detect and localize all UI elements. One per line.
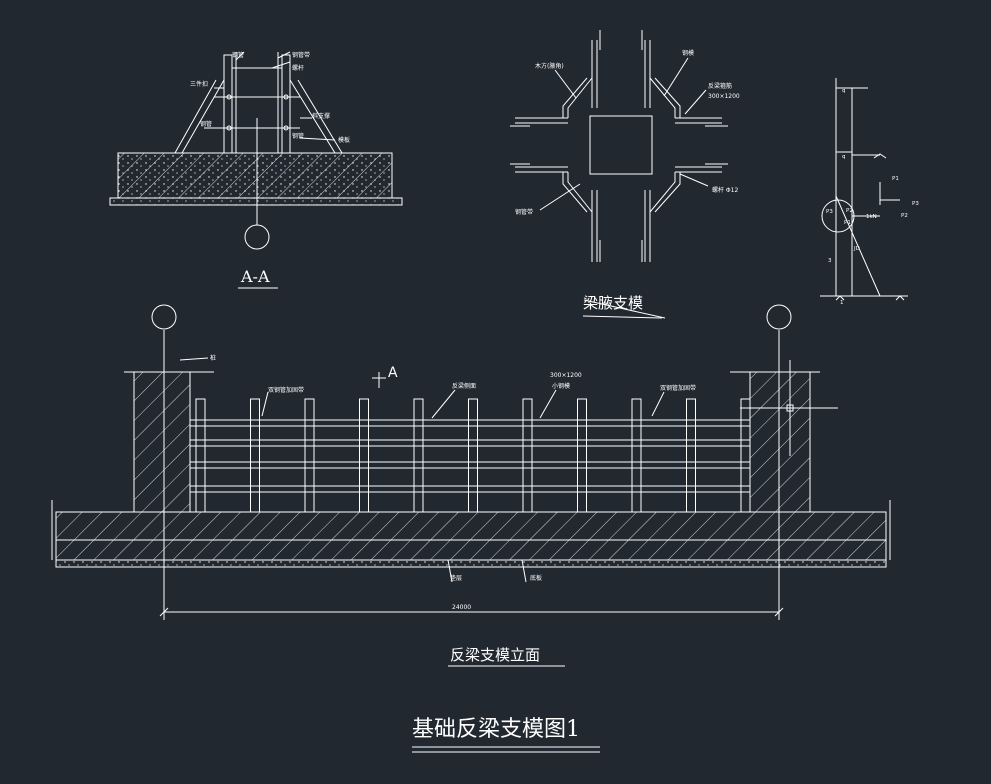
section-aa: [109, 51, 403, 289]
aa-label-steel-pipe-right: 钢管带: [292, 51, 310, 59]
elevation-axis-bubble-right: [766, 304, 792, 330]
joint-label-beam-hoop: 反梁箍筋: [708, 82, 732, 90]
elev-section-mark: A: [388, 365, 398, 381]
joint-caption: 梁腋支模: [583, 294, 643, 312]
formwork-stud: [413, 398, 424, 513]
force-label-p-left: P3: [826, 209, 833, 215]
elevation-studs: [195, 398, 751, 513]
force-label-p3: P3: [912, 201, 919, 207]
force-label-n-mid: 3: [828, 258, 832, 264]
force-label-q-mid: q: [842, 154, 846, 160]
elevation-labels: 桩 双钢管加固带 反梁侧面 300×1200 小钢模 双钢管加固带 垫层 底板 …: [210, 354, 696, 611]
aa-caption: A-A: [240, 267, 270, 286]
force-label-q-top: q: [842, 88, 846, 94]
section-aa-labels: 钢管 钢管带 三件扣 螺杆 钢管 斜支撑 模板 钢管: [190, 51, 350, 144]
aa-label-three-piece-buckle: 三件扣: [190, 80, 208, 88]
elev-dimension: 24000: [452, 604, 471, 611]
aa-label-steel-pipe-top: 钢管: [232, 51, 244, 59]
elev-label-beam-side: 反梁侧面: [452, 382, 476, 390]
joint-label-bolt: 螺杆 Φ12: [712, 186, 738, 194]
elevation-foundation-slab: [55, 511, 887, 561]
elevation-right-pier: [749, 371, 811, 513]
elevation: [51, 304, 891, 667]
force-label-p-left3: P1: [844, 220, 851, 226]
aa-axis-bubble: [244, 224, 270, 250]
elevation-cushion: [55, 559, 887, 568]
elev-label-raft: 底板: [530, 574, 542, 582]
joint-label-formwork: 钢模: [682, 49, 694, 57]
force-label-force: 1kN: [866, 214, 877, 220]
force-detail-circle: [821, 199, 855, 233]
force-label-jd: JD: [853, 246, 860, 252]
joint-label-timber: 木方(腋角): [535, 62, 564, 70]
aa-label-diagonal-brace: 斜支撑: [312, 112, 330, 120]
elevation-left-pier: [133, 371, 191, 513]
formwork-stud: [468, 398, 478, 513]
force-label-p-left2: P2: [846, 208, 853, 214]
elevation-rails: [190, 419, 750, 493]
elevation-caption: 反梁支模立面: [450, 646, 540, 664]
elev-label-pile: 桩: [210, 354, 216, 362]
joint-column: [589, 115, 653, 175]
joint-label-pipe: 钢管带: [515, 208, 533, 216]
joint-label-beam-size: 300×1200: [708, 93, 740, 100]
formwork-stud: [304, 398, 315, 513]
formwork-stud: [522, 398, 533, 513]
force-diagram-labels: q q P1 P2 P3 P3 P2 P1 1kN JD 3 1: [826, 88, 919, 306]
aa-label-steel-pipe-bottom: 钢管: [292, 132, 304, 140]
elev-label-double-pipe-left: 双钢管加固带: [268, 386, 304, 394]
elev-label-double-pipe-right: 双钢管加固带: [660, 384, 696, 392]
formwork-stud: [577, 398, 587, 513]
main-title: 基础反梁支模图1: [412, 717, 580, 742]
joint-plan: [510, 30, 728, 319]
force-diagram: [820, 78, 908, 301]
formwork-stud: [359, 398, 369, 513]
formwork-stud: [631, 398, 642, 513]
formwork-stud: [740, 398, 751, 513]
joint-plan-labels: 木方(腋角) 钢模 反梁箍筋 300×1200 螺杆 Φ12 钢管带: [515, 49, 740, 216]
formwork-stud: [250, 398, 260, 513]
elev-label-small-formwork: 小钢模: [552, 382, 570, 390]
formwork-stud: [195, 398, 206, 513]
elev-label-cushion: 垫层: [450, 574, 462, 582]
aa-label-board: 模板: [338, 136, 350, 144]
elev-label-beam-size: 300×1200: [550, 372, 582, 379]
force-label-n-bottom: 1: [840, 300, 844, 306]
formwork-stud: [686, 398, 696, 513]
elevation-axis-bubble-left: [151, 304, 177, 330]
force-label-p1: P1: [892, 176, 899, 182]
aa-label-pipe-left: 钢管: [200, 120, 212, 128]
aa-label-bolt: 螺杆: [292, 64, 304, 72]
force-label-p2: P2: [901, 213, 908, 219]
aa-cushion: [109, 197, 403, 206]
